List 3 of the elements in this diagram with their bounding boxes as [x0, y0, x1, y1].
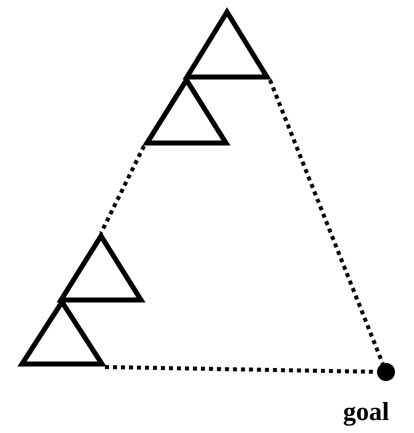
dotted-line [268, 79, 385, 364]
dotted-line [99, 145, 146, 234]
node-caption: goal [343, 399, 390, 425]
